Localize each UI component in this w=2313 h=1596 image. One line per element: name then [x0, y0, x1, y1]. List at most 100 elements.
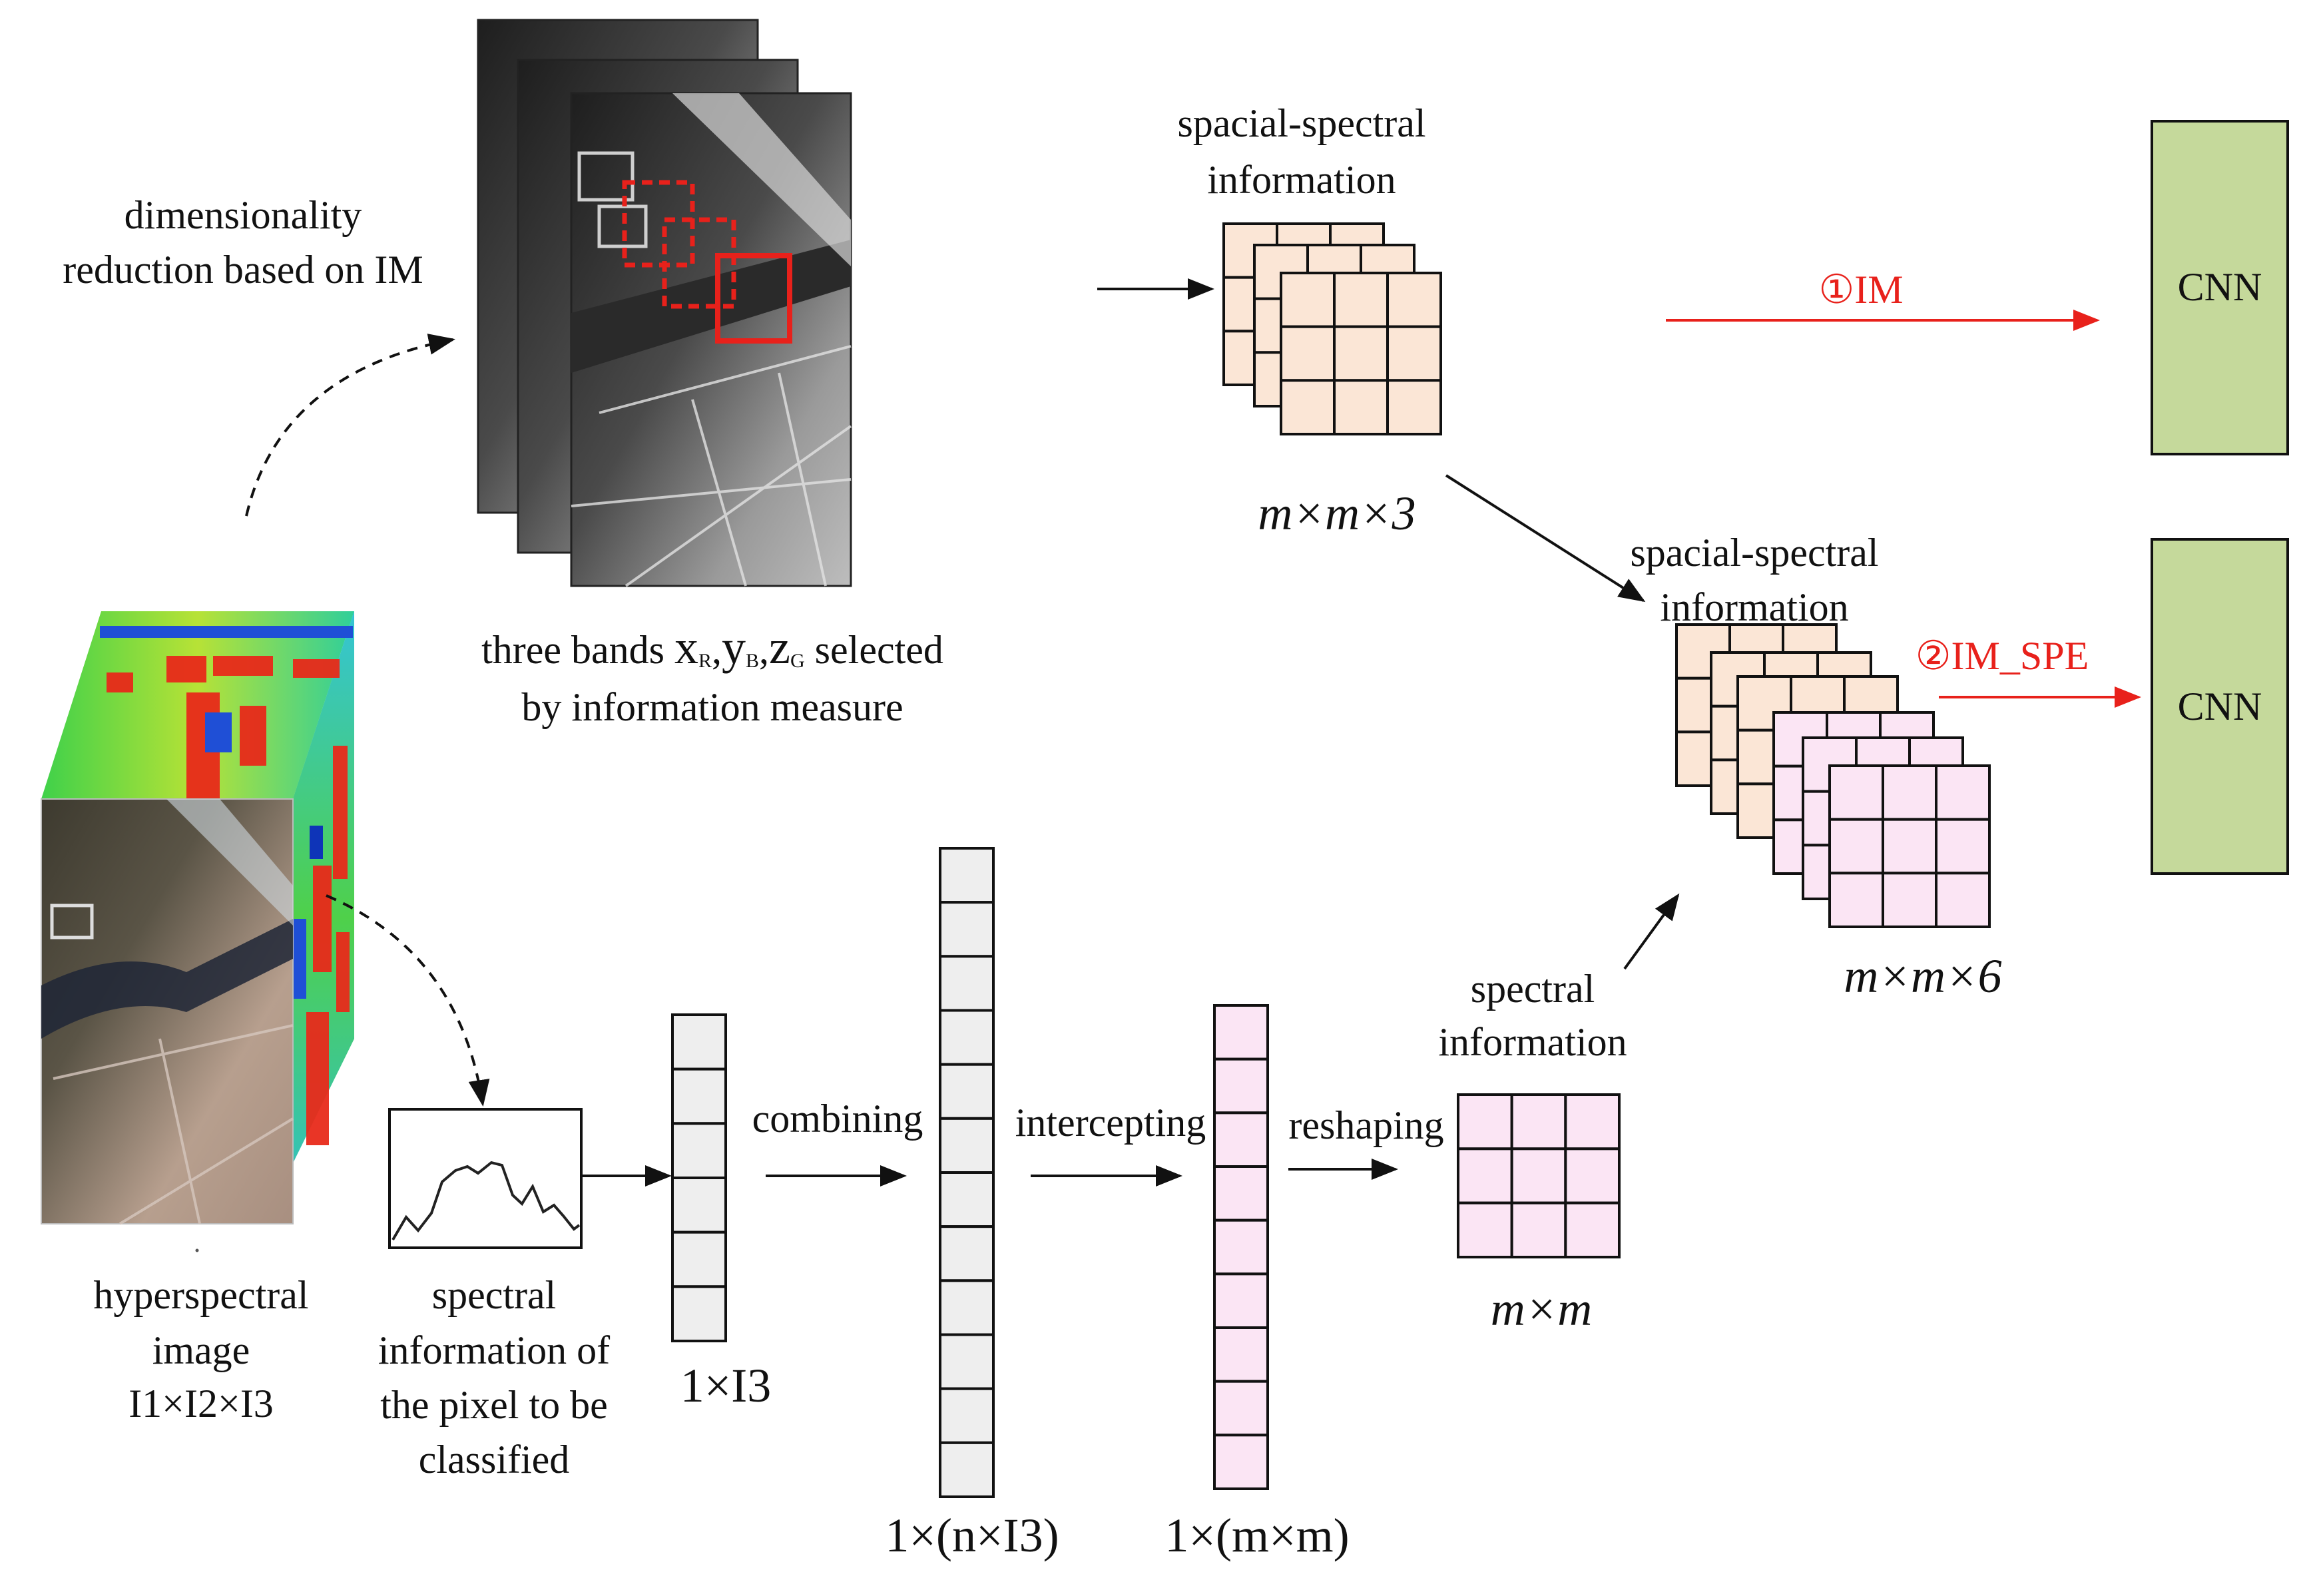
grid-cell: [1457, 1093, 1513, 1151]
cnn-block-1-label: CNN: [2178, 265, 2262, 309]
pixel-label-4: classified: [419, 1438, 570, 1481]
grid-cell: [1510, 1147, 1567, 1204]
grid-layer-3: [1280, 272, 1442, 435]
spectral-grid-layer: [1457, 1093, 1621, 1258]
roi-box-1: [622, 180, 695, 268]
grid-cell: [939, 1117, 995, 1175]
roi-box-3: [715, 253, 792, 344]
dim-reduction-label-1: dimensionality: [125, 193, 362, 237]
dim-mm3-label: m×m×3: [1258, 487, 1415, 540]
grid-cell: [671, 1230, 727, 1288]
spatial-spectral-top-label-2: information: [1207, 158, 1396, 202]
grid-cell: [1280, 272, 1336, 328]
route-2-label: ②IM_SPE: [1916, 634, 2089, 678]
grid-cell: [1280, 325, 1336, 382]
grid-cell: [1828, 872, 1884, 929]
grid-cell: [1564, 1201, 1621, 1258]
hsi-label-2: image: [152, 1328, 250, 1372]
grid-cell: [1213, 1004, 1269, 1061]
cnn-block-2-label: CNN: [2178, 684, 2262, 728]
grid-cell: [1333, 272, 1389, 328]
grid-cell: [939, 1387, 995, 1444]
grid-cell: [1828, 764, 1884, 821]
grid-cell: [1333, 325, 1389, 382]
grid-cell: [1386, 272, 1442, 328]
spectral-info-label-1: spectral: [1471, 967, 1595, 1011]
grid-cell: [1564, 1147, 1621, 1204]
grid-cell: [1213, 1218, 1269, 1276]
grid-cell: [1213, 1326, 1269, 1383]
grid-cell: [1213, 1111, 1269, 1169]
cnn-block-1: [2151, 120, 2289, 455]
grid-cell: [1213, 1380, 1269, 1437]
vec-nI3-label: 1×(n×I3): [885, 1509, 1059, 1562]
spectrum-plot-frame: [388, 1108, 583, 1249]
grid-cell: [1386, 379, 1442, 435]
dim-reduction-label-2: reduction based on IM: [63, 248, 423, 292]
grid-cell: [1564, 1093, 1621, 1151]
vector-2-cells: [939, 847, 995, 1498]
intercepting-label: intercepting: [1015, 1101, 1206, 1145]
combining-label: combining: [752, 1097, 923, 1141]
vec-1xI3-label: 1×I3: [680, 1359, 772, 1412]
spatial-spectral-grid-top: [1222, 222, 1442, 435]
grid-cell: [939, 901, 995, 958]
grid-cell: [1280, 379, 1336, 435]
grid-cell: [1457, 1147, 1513, 1204]
grid-cell: [671, 1122, 727, 1180]
spectral-info-label-2: information: [1438, 1020, 1627, 1064]
grid-cell: [1935, 764, 1991, 821]
reshaping-label: reshaping: [1288, 1103, 1443, 1147]
spatial-spectral-mid-label-1: spacial-spectral: [1630, 531, 1878, 575]
vec-mm-label: 1×(m×m): [1164, 1509, 1349, 1562]
grid-cell: [939, 1009, 995, 1066]
vector-3-cells: [1213, 1004, 1269, 1490]
grid-cell: [1386, 325, 1442, 382]
spatial-spectral-mid-label-2: information: [1660, 585, 1848, 629]
grid-cell: [1333, 379, 1389, 435]
grid-cell: [671, 1285, 727, 1343]
hsi-cube: [41, 611, 354, 1225]
roi-box-2: [662, 217, 736, 309]
grid-cell: [939, 1333, 995, 1390]
cnn-block-2: [2151, 538, 2289, 875]
grid-cell: [1935, 872, 1991, 929]
spatial-spectral-grid-combined: [1675, 623, 1991, 929]
vector-m-times-m: [1213, 1004, 1269, 1490]
grid-cell: [1457, 1201, 1513, 1258]
pixel-label-3: the pixel to be: [380, 1383, 608, 1427]
pixel-label-2: information of: [378, 1328, 610, 1372]
grid-cell: [1882, 872, 1937, 929]
grid-cell: [939, 955, 995, 1012]
three-bands-label-1: three bands xR,yB,zG selected: [481, 621, 943, 674]
grid-cell: [939, 1225, 995, 1282]
dim-mm-label: m×m: [1491, 1282, 1593, 1336]
pixel-sample-arrow: [326, 894, 490, 1107]
grid-cell: [1828, 818, 1884, 875]
grid-cell: [1213, 1434, 1269, 1490]
grid-cell: [1213, 1057, 1269, 1115]
grid-cell: [939, 1441, 995, 1498]
three-bands-label-2: by information measure: [521, 685, 903, 729]
cube-dot: [195, 1248, 199, 1252]
arrow-spectral-to-combined: [1623, 893, 1680, 970]
grid-cell: [939, 1063, 995, 1120]
pixel-label-1: spectral: [432, 1273, 557, 1317]
grid-cell: [939, 1279, 995, 1336]
spectral-curve: [391, 1161, 581, 1241]
dim-mm6-label: m×m×6: [1844, 949, 2001, 1003]
arrow-grid-to-combined: [1445, 474, 1646, 603]
combined-layer-6: [1828, 764, 1991, 929]
grid-cell: [1510, 1201, 1567, 1258]
vector-1-cells: [671, 1013, 727, 1343]
hsi-label-3: I1×I2×I3: [128, 1382, 274, 1426]
grid-cell: [1213, 1272, 1269, 1330]
spectrum-plot: [388, 1108, 583, 1249]
grid-cell: [939, 1171, 995, 1228]
grid-cell: [671, 1013, 727, 1071]
dim-reduction-arrow: [245, 334, 455, 517]
satellite-bands-stack: [477, 19, 852, 587]
grid-cell: [1510, 1093, 1567, 1151]
